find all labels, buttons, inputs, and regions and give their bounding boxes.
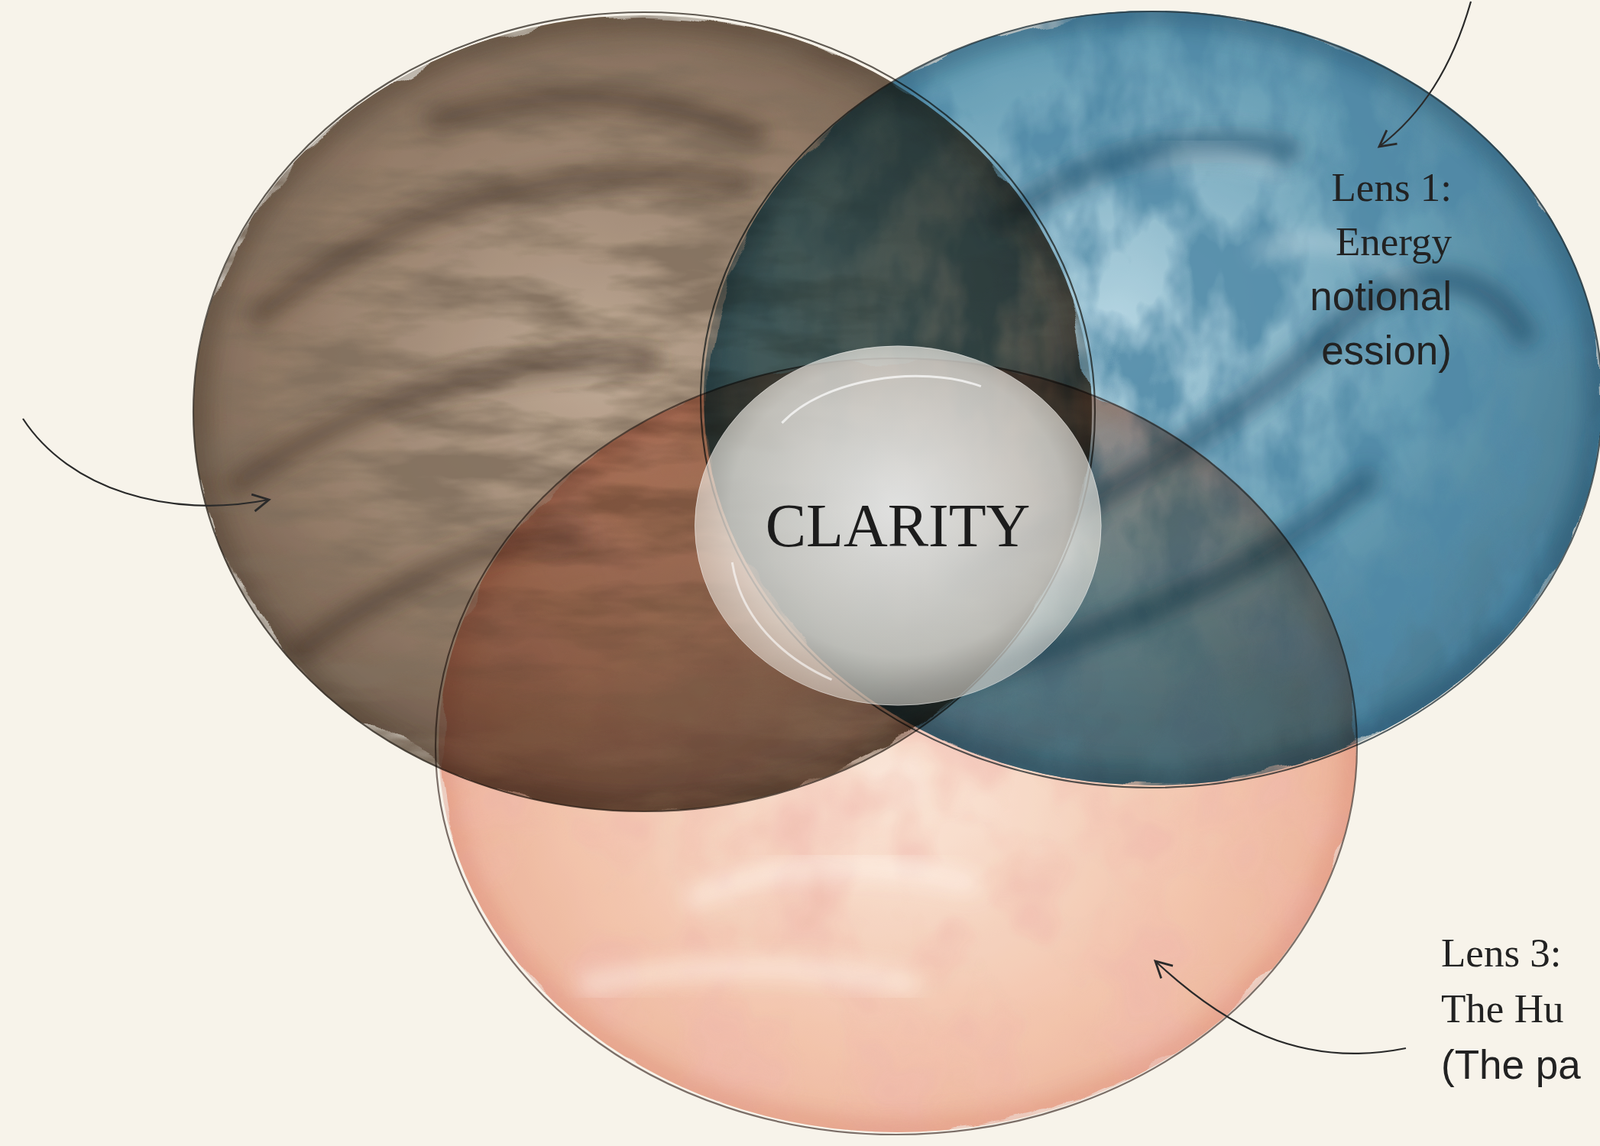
leader-arrow <box>1379 1 1471 147</box>
clarity-bubble: CLARITY <box>690 342 1106 710</box>
lens-label: ession) <box>1321 324 1452 378</box>
lens-label: Lens 3: <box>1441 926 1562 980</box>
lens-label: Energy <box>1335 215 1452 269</box>
leader-arrow <box>22 418 269 506</box>
lens-label: notional <box>1309 270 1452 324</box>
lens-label: (The pa <box>1441 1039 1581 1092</box>
peach-lens <box>420 343 1376 1146</box>
lens-label: The Hu <box>1441 982 1564 1036</box>
leader-arrow <box>1155 961 1406 1054</box>
lens-label: Lens 1: <box>1331 161 1453 214</box>
center-label: CLARITY <box>765 491 1031 561</box>
